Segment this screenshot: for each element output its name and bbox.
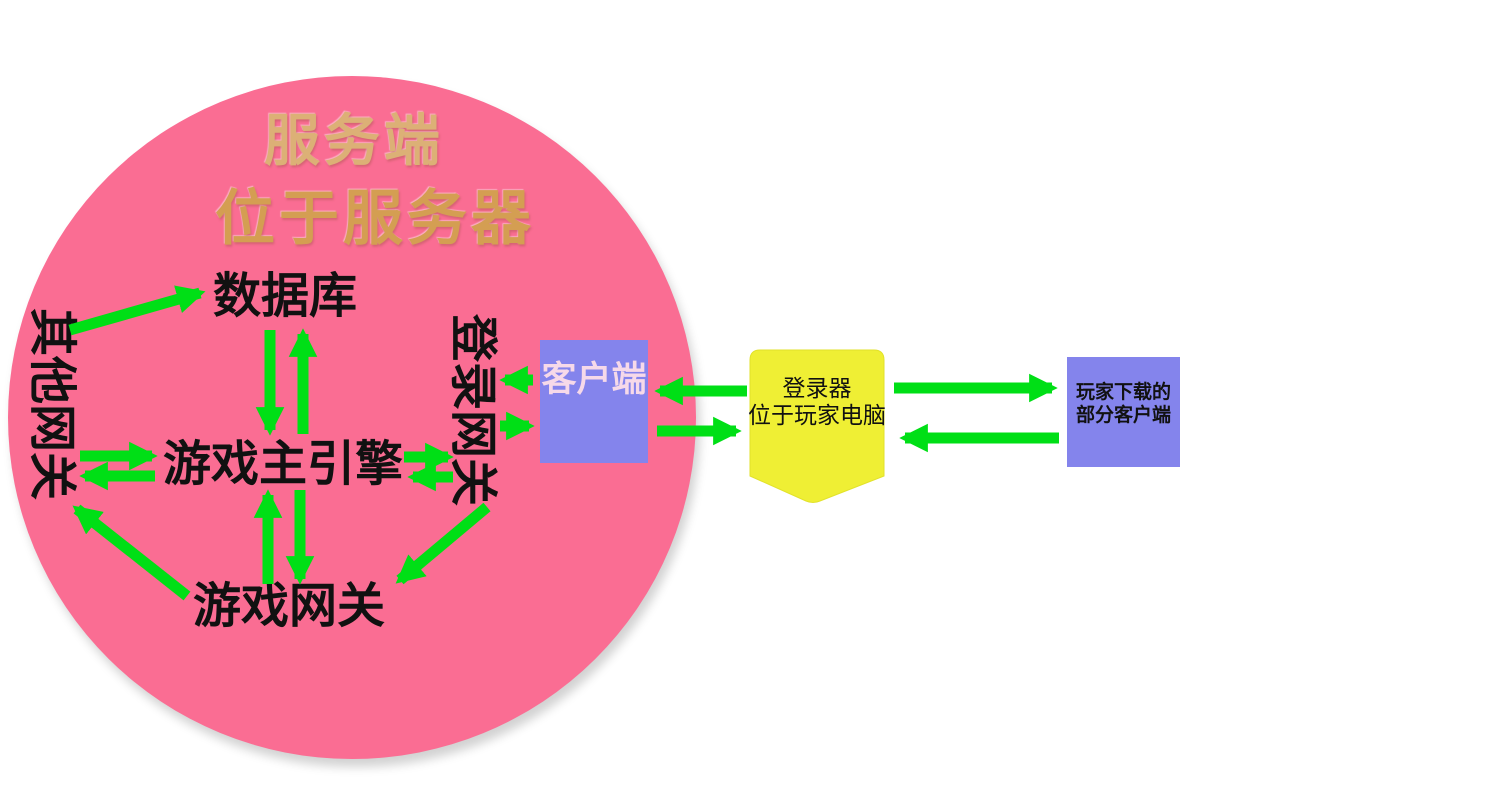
downloaded-client-line1: 玩家下载的 (1075, 381, 1171, 403)
downloaded-client-line2: 部分客户端 (1075, 404, 1171, 426)
server-title-line1: 服务端 (264, 109, 444, 174)
server-title-line2: 位于服务器 (215, 184, 535, 254)
launcher-label-line2: 位于玩家电脑 (748, 403, 886, 429)
node-client-label: 客户端 (541, 360, 647, 400)
arrow-login-gateway-to-game-gateway (395, 502, 491, 585)
arrow-other-gateway-to-database (68, 285, 206, 336)
arrow-game-gateway-to-other-gateway (72, 504, 191, 601)
launcher-shield-shape (749, 349, 885, 503)
node-game-gateway: 游戏网关 (193, 578, 386, 634)
launcher-label-line1: 登录器 (782, 376, 852, 402)
node-database: 数据库 (213, 268, 358, 324)
node-downloaded-client-box: 玩家下载的 部分客户端 (1067, 357, 1180, 467)
node-main-engine: 游戏主引擎 (163, 436, 404, 492)
node-launcher: 登录器 位于玩家电脑 (748, 376, 886, 430)
node-client-box: 客户端 (540, 340, 648, 463)
